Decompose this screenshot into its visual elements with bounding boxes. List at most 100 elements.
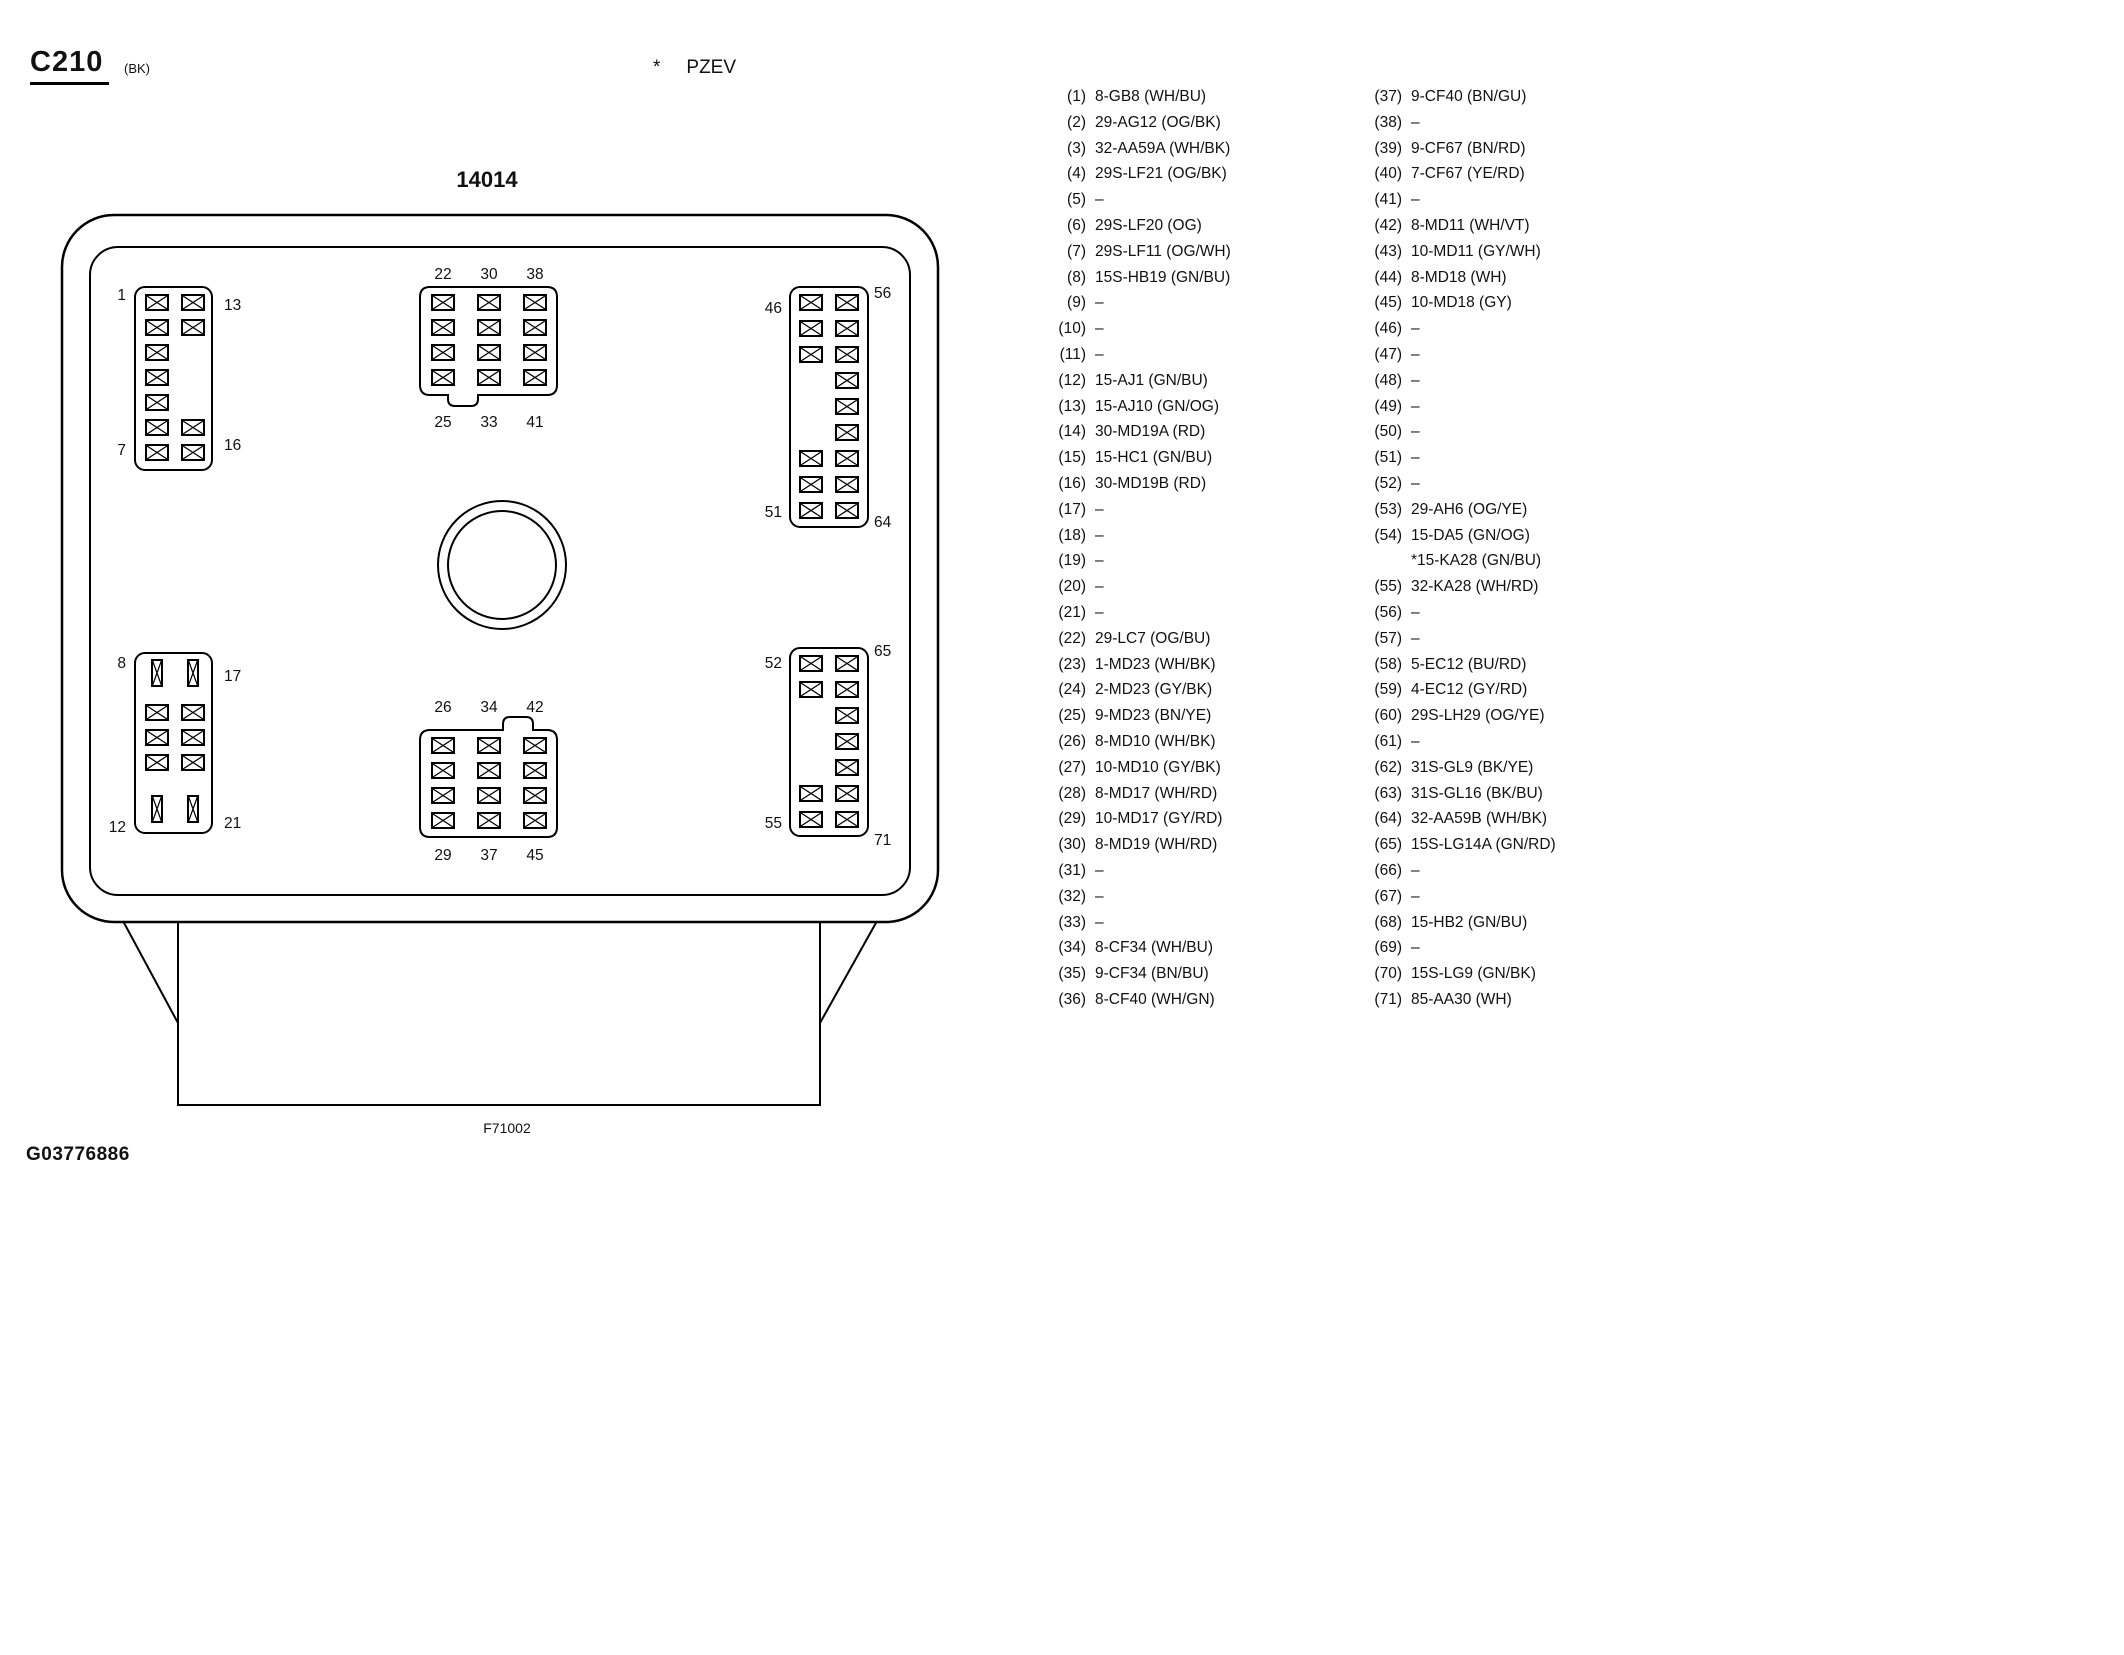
document-id: G03776886 [26, 1144, 130, 1165]
pin-list-entry: (70)15S-LG9 (GN/BK) [1356, 961, 1686, 987]
pin-list-entry: (39) 9-CF67 (BN/RD) [1356, 136, 1686, 162]
pin-circuit-label: 8-MD18 (WH) [1411, 268, 1507, 286]
pin-number: (39) [1374, 139, 1402, 157]
pin-number-label: 71 [874, 832, 891, 849]
pin-circuit-label: 5-EC12 (BU/RD) [1411, 655, 1527, 673]
pin-list-entry: (42)8-MD11 (WH/VT) [1356, 213, 1686, 239]
pin-number: (33) [1058, 913, 1086, 931]
pin-circuit-label-2: *15-KA28 (GN/BU) [1411, 552, 1542, 570]
pin-circuit-label: 4-EC12 (GY/RD) [1411, 681, 1528, 699]
pin-number-label: 8 [117, 655, 126, 672]
pin-number-label: 34 [480, 699, 498, 716]
pin-number-label: 16 [224, 437, 241, 454]
pin-circuit-label: 1-MD23 (WH/BK) [1095, 655, 1216, 673]
pin-block-top-center [419, 286, 558, 407]
pin-number-label: 30 [480, 266, 498, 283]
pin-number: (43) [1374, 242, 1402, 260]
pin-circuit-label: – [1411, 423, 1420, 441]
pin-number: (68) [1374, 913, 1402, 931]
pin-circuit-label: 32-AA59B (WH/BK) [1411, 810, 1548, 828]
pin-circuit-label: 15-AJ1 (GN/BU) [1095, 371, 1208, 389]
pin-number-label: 46 [765, 300, 782, 317]
pin-number: (14) [1058, 423, 1086, 441]
pin-circuit-label: 15S-LG14A (GN/RD) [1411, 836, 1556, 854]
pin-circuit-label: 8-MD17 (WH/RD) [1095, 784, 1218, 802]
pin-number: (31) [1058, 861, 1086, 879]
pin-list-entry: (49)– [1356, 394, 1686, 420]
pin-number-label: 21 [224, 815, 241, 832]
pin-circuit-label: – [1095, 500, 1104, 518]
pin-number: (2) [1067, 113, 1086, 131]
pin-number: (7) [1067, 242, 1086, 260]
pin-circuit-label: – [1411, 629, 1420, 647]
pin-number: (9) [1067, 294, 1086, 312]
pin-circuit-label: – [1095, 191, 1104, 209]
pin-list-entry: (8)15S-HB19 (GN/BU) [1040, 265, 1370, 291]
pin-list-entry: (34)8-CF34 (WH/BU) [1040, 935, 1370, 961]
pin-circuit-label: 2-MD23 (GY/BK) [1095, 681, 1213, 699]
pin-list-entry: (44)8-MD18 (WH) [1356, 265, 1686, 291]
pin-circuit-label: – [1411, 397, 1420, 415]
pin-number: (56) [1374, 603, 1402, 621]
pin-list-entry: (20)– [1040, 574, 1370, 600]
pin-number-label: 42 [526, 699, 543, 716]
pin-number: (18) [1058, 526, 1086, 544]
pin-number: (36) [1058, 990, 1086, 1008]
pin-number-label: 22 [434, 266, 451, 283]
pin-list-entry: (47)– [1356, 342, 1686, 368]
pin-number-label: 45 [526, 847, 543, 864]
pin-number: (52) [1374, 474, 1402, 492]
pin-list-entry: (64)32-AA59B (WH/BK) [1356, 806, 1686, 832]
pin-number-label: 7 [117, 442, 126, 459]
pin-list-entry: (43) 10-MD11 (GY/WH) [1356, 239, 1686, 265]
pin-circuit-label: 9-CF67 (BN/RD) [1411, 139, 1526, 157]
pin-list-entry: (60)29S-LH29 (OG/YE) [1356, 703, 1686, 729]
pin-number: (26) [1058, 732, 1086, 750]
pin-number: (38) [1374, 113, 1402, 131]
pin-number-label: 12 [109, 819, 126, 836]
pin-number-label: 56 [874, 285, 891, 302]
pin-list-entry: (10)– [1040, 316, 1370, 342]
pin-list-entry: (15)15-HC1 (GN/BU) [1040, 445, 1370, 471]
pin-circuit-label: 29S-LF11 (OG/WH) [1095, 242, 1231, 260]
mounting-hole-outer [437, 500, 567, 630]
pin-number: (8) [1067, 268, 1086, 286]
pin-number: (5) [1067, 191, 1086, 209]
pin-circuit-label: 29S-LF20 (OG) [1095, 216, 1202, 234]
pin-list-entry: (31)– [1040, 858, 1370, 884]
pin-number: (13) [1058, 397, 1086, 415]
pin-number: (42) [1374, 216, 1402, 234]
lower-housing-flares [122, 920, 878, 1024]
pin-number-label: 38 [526, 266, 543, 283]
pin-number-label: 25 [434, 414, 451, 431]
connector-diagram: 14014 1 13 7 16 22 30 38 25 33 41 46 56 … [60, 167, 940, 1136]
pzev-label: PZEV [686, 57, 737, 78]
pin-list-entry: (3)32-AA59A (WH/BK) [1040, 136, 1370, 162]
pin-list-entry: (68)15-HB2 (GN/BU) [1356, 910, 1686, 936]
pin-list-entry: (30)8-MD19 (WH/RD) [1040, 832, 1370, 858]
pin-circuit-label: 10-MD11 (GY/WH) [1411, 242, 1541, 260]
pin-list-entry: (19)– [1040, 548, 1370, 574]
pin-list-entry: (36)8-CF40 (WH/GN) [1040, 987, 1370, 1013]
pin-circuit-label: – [1411, 345, 1420, 363]
pin-number: (53) [1374, 500, 1402, 518]
pin-circuit-label: – [1411, 449, 1420, 467]
pin-list-entry: (55)32-KA28 (WH/RD) [1356, 574, 1686, 600]
pin-number: (20) [1058, 578, 1086, 596]
pin-number: (27) [1058, 758, 1086, 776]
pin-circuit-label: 29S-LF21 (OG/BK) [1095, 165, 1227, 183]
pin-list-entry: (16)30-MD19B (RD) [1040, 471, 1370, 497]
pin-number: (41) [1374, 191, 1402, 209]
pin-number: (15) [1058, 449, 1086, 467]
pin-number: (57) [1374, 629, 1402, 647]
pin-number: (60) [1374, 707, 1402, 725]
pin-circuit-label: 9-MD23 (BN/YE) [1095, 707, 1212, 725]
pin-list-entry: (23)1-MD23 (WH/BK) [1040, 652, 1370, 678]
pin-list-entry: (61)– [1356, 729, 1686, 755]
pin-circuit-label: 8-GB8 (WH/BU) [1095, 88, 1207, 105]
pin-list-entry: (57)– [1356, 626, 1686, 652]
pin-number: (59) [1374, 681, 1402, 699]
pin-list-column-2: (37)9-CF40 (BN/GU)(38)–(39)9-CF67 (BN/RD… [1356, 84, 1686, 1013]
pin-number: (67) [1374, 887, 1402, 905]
pin-number-label: 51 [765, 504, 782, 521]
